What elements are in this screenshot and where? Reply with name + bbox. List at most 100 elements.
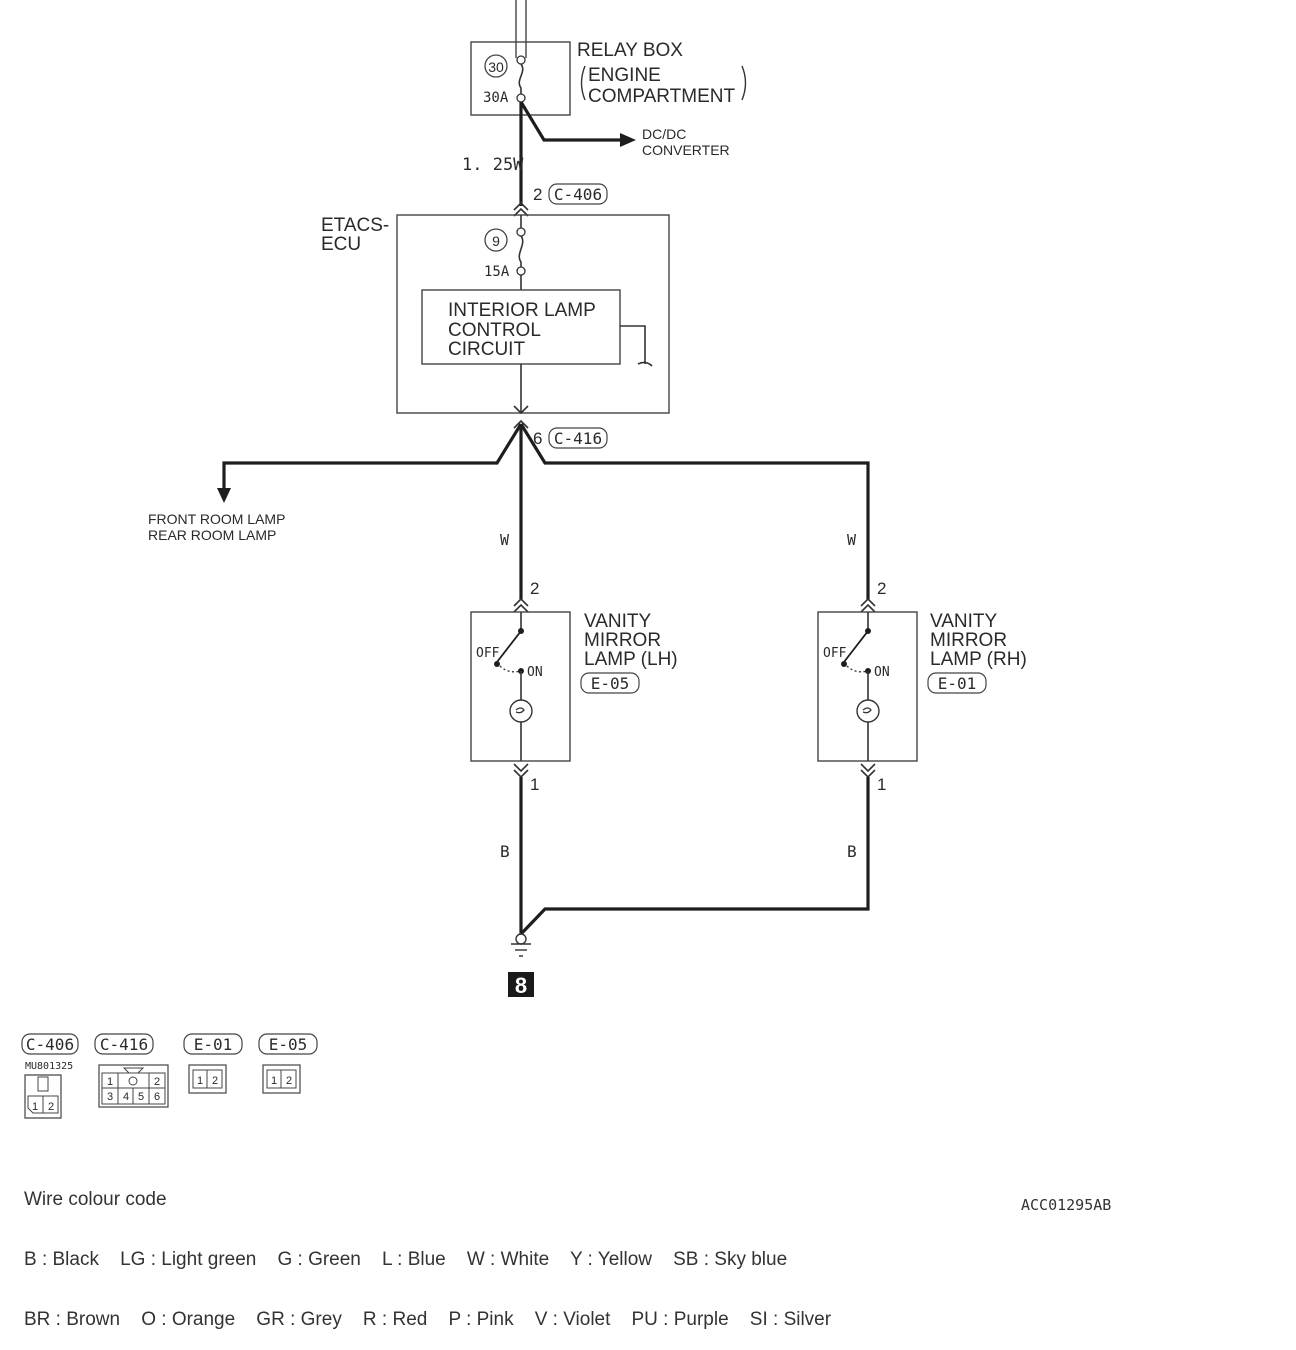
- switch-lever-icon: [843, 630, 869, 663]
- legend-e05-shape: [262, 1064, 301, 1094]
- lh-connector-id: E-05: [591, 674, 630, 693]
- c416-id: C-416: [554, 429, 602, 448]
- lamp-bulb-icon: [509, 699, 533, 723]
- legend-c416-pin6: 6: [154, 1091, 160, 1103]
- legend-c406-badge: [21, 1033, 79, 1055]
- lh-pin-top: 2: [530, 579, 539, 598]
- lh-name-2: MIRROR: [584, 630, 661, 651]
- legend-c416-id: C-416: [100, 1035, 148, 1054]
- connector-chevron-icon: [513, 597, 529, 613]
- rh-name-3: LAMP (RH): [930, 649, 1027, 670]
- rh-wire-bottom-color: B: [847, 842, 857, 861]
- circuit-label-1: INTERIOR LAMP: [448, 300, 596, 321]
- lamp-bulb-icon: [856, 699, 880, 723]
- legend-c406-pin2: 2: [48, 1101, 54, 1113]
- ground-number: 8: [515, 973, 527, 998]
- etacs-label-1: ETACS-: [321, 215, 389, 236]
- c416-badge: [548, 427, 608, 449]
- connector-chevron-icon: [513, 201, 529, 217]
- legend-c416-shape: [98, 1064, 169, 1108]
- wire-colour-row-1: B : Black LG : Light green G : Green L :…: [24, 1249, 788, 1270]
- rh-pin-top: 2: [877, 579, 886, 598]
- rh-name-1: VANITY: [930, 611, 998, 632]
- ground-number-badge: [508, 972, 534, 997]
- fuse-number-circle: [484, 54, 508, 78]
- rh-connector-id: E-01: [938, 674, 977, 693]
- lh-wire-top-color: W: [500, 531, 510, 549]
- legend-c406-id: C-406: [26, 1035, 74, 1054]
- relay-box: 30 30A RELAY BOX ENGINE COMPARTMENT: [470, 0, 747, 116]
- rh-ground-wire: [519, 777, 870, 936]
- circuit-ground-stub: [620, 325, 653, 367]
- dcdc-label-2: CONVERTER: [642, 142, 730, 158]
- connector-chevron-icon: [860, 763, 876, 779]
- lh-switch-on: ON: [527, 665, 543, 680]
- legend-e01-shape: [188, 1064, 227, 1094]
- legend-c406-shape: [24, 1074, 62, 1119]
- arrow-right-icon: [620, 133, 636, 147]
- legend-c416-key: [128, 1076, 138, 1086]
- dcdc-branch: DC/DC CONVERTER: [519, 101, 730, 158]
- connector-chevron-icon: [860, 597, 876, 613]
- vanity-lamp-rh: W 2 OFF ON 1 VANITY MIRROR LAMP (RH) E-0…: [817, 531, 1027, 794]
- etacs-fuse-terminal-top: [516, 227, 526, 237]
- rh-switch-on: ON: [874, 665, 890, 680]
- wiring-diagram: 30 30A RELAY BOX ENGINE COMPARTMENT DC/D…: [21, 0, 1027, 1119]
- circuit-label-2: CONTROL: [448, 320, 541, 341]
- connector-c416-marker: 6 C-416: [533, 427, 608, 449]
- rh-name-2: MIRROR: [930, 630, 1007, 651]
- legend-c416-pin3: 3: [107, 1091, 113, 1103]
- legend-c406-partno: MU801325: [25, 1061, 73, 1072]
- relay-box-subtitle-2: COMPARTMENT: [588, 86, 735, 107]
- ground-terminal: [515, 933, 527, 945]
- switch-lever-icon: [496, 630, 522, 663]
- legend-e01-badge: [183, 1033, 243, 1055]
- relay-fuse-number: 30: [488, 59, 504, 75]
- bulb-filament: [862, 707, 872, 714]
- lh-connector-badge: [580, 672, 640, 694]
- legend-c406-pin1: 1: [32, 1101, 38, 1113]
- ground-point: 8: [508, 933, 534, 998]
- bulb-filament: [515, 707, 525, 714]
- room-lamp-label-2: REAR ROOM LAMP: [148, 527, 276, 543]
- legend-e01-pin2: 2: [212, 1075, 218, 1087]
- connector-legend: C-406 MU801325 1 2 C-416 1 2 3 4 5 6 E-0…: [21, 1033, 318, 1119]
- connector-chevron-icon: [513, 405, 529, 415]
- legend-e05-pin2: 2: [286, 1075, 292, 1087]
- legend-e01-pin1: 1: [197, 1075, 203, 1087]
- legend-e01-id: E-01: [194, 1035, 233, 1054]
- vanity-lamp-lh: W 2 OFF ON 1 VANITY MIRROR LAMP (LH) E-0…: [470, 531, 678, 794]
- c406-pin: 2: [533, 185, 542, 204]
- switch-off-contact: [494, 661, 500, 667]
- legend-c416-pin5: 5: [138, 1091, 144, 1103]
- lh-switch-off: OFF: [476, 646, 500, 661]
- dcdc-wire: [519, 101, 622, 142]
- c406-badge: [548, 183, 608, 205]
- connector-chevron-icon: [513, 763, 529, 779]
- document-id: ACC01295AB: [1021, 1196, 1112, 1214]
- switch-off-contact: [841, 661, 847, 667]
- fuse-element-icon: [518, 63, 524, 94]
- room-lamp-wire: [222, 423, 523, 492]
- lh-name-3: LAMP (LH): [584, 649, 678, 670]
- legend-c416-pin1: 1: [107, 1076, 113, 1088]
- switch-travel-arc: [846, 665, 869, 673]
- rh-switch-off: OFF: [823, 646, 847, 661]
- room-lamp-label-1: FRONT ROOM LAMP: [148, 511, 285, 527]
- legend-c416-badge: [94, 1033, 154, 1055]
- relay-box-subtitle-1: ENGINE: [588, 65, 661, 86]
- rh-pin-bottom: 1: [877, 775, 886, 794]
- legend-c406-latch: [37, 1076, 49, 1092]
- arrow-down-icon: [217, 488, 231, 503]
- rh-wire-top-color: W: [847, 531, 857, 549]
- circuit-label-3: CIRCUIT: [448, 339, 525, 360]
- connector-c406-marker: 2 C-406: [513, 183, 608, 217]
- etacs-fuse-terminal-bottom: [516, 266, 526, 276]
- legend-c416-pin4: 4: [123, 1091, 129, 1103]
- switch-travel-arc: [499, 665, 522, 673]
- lh-pin-bottom: 1: [530, 775, 539, 794]
- rh-connector-badge: [927, 672, 987, 694]
- wire-colour-title: Wire colour code: [24, 1189, 167, 1210]
- legend-c416-pin2: 2: [154, 1076, 160, 1088]
- paren-right: [741, 65, 747, 101]
